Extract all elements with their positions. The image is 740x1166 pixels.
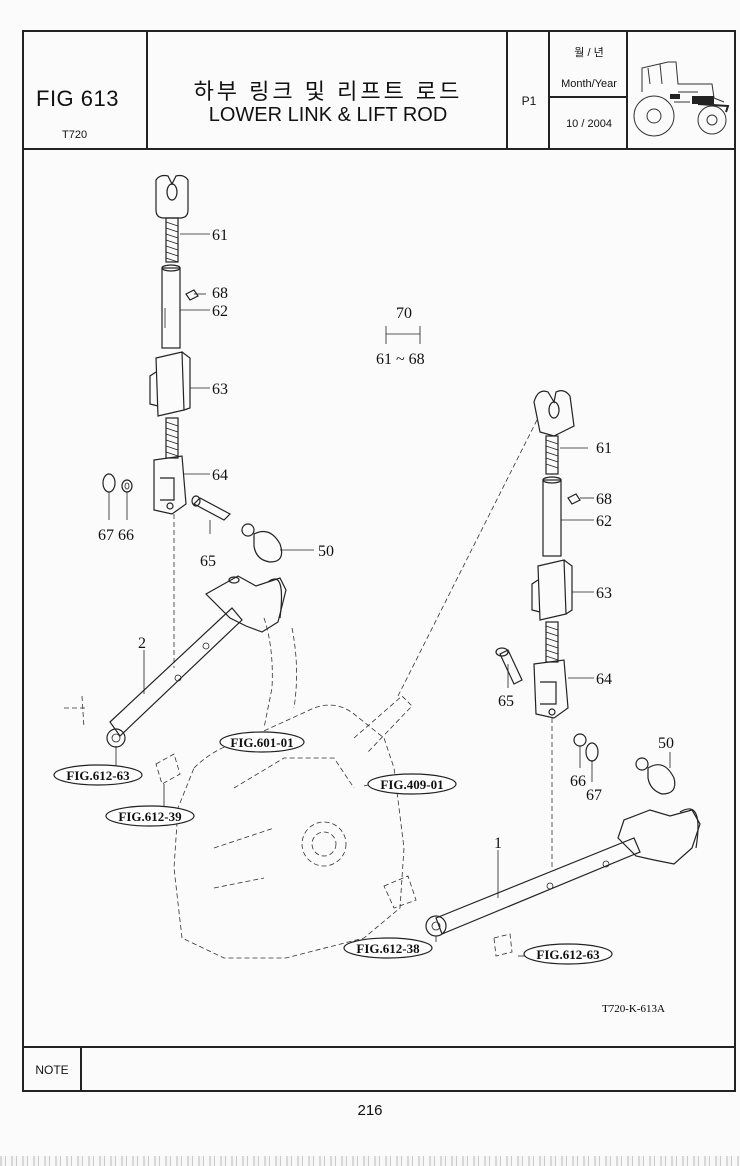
assembly-number: 70 xyxy=(396,305,412,322)
page-frame: FIG 613 T720 하부 링크 및 리프트 로드 LOWER LINK &… xyxy=(22,30,736,1092)
date-korean-label: 월 / 년 xyxy=(574,47,604,59)
lynch-pin-knob xyxy=(253,531,283,563)
fig-ref-612-63-right[interactable]: FIG.612-63 xyxy=(523,943,613,965)
note-row: NOTE xyxy=(24,1046,734,1092)
fig-ref-601-01[interactable]: FIG.601-01 xyxy=(219,731,305,753)
callout-67-right: 67 xyxy=(586,787,602,804)
note-label: NOTE xyxy=(24,1048,82,1092)
fig-ref-612-38-label: FIG.612-38 xyxy=(356,941,420,956)
lift-bracket-part xyxy=(155,351,185,417)
date-cell: 월 / 년 Month/Year 10 / 2004 xyxy=(550,32,628,148)
right-lower-link xyxy=(425,808,701,937)
title-cell: 하부 링크 및 리프트 로드 LOWER LINK & LIFT ROD xyxy=(148,32,508,148)
page-id: P1 xyxy=(521,94,537,108)
fig-ref-612-63-left-label: FIG.612-63 xyxy=(66,768,130,783)
callout-68-left: 68 xyxy=(212,285,228,302)
callout-50-left: 50 xyxy=(318,543,334,560)
callout-61-right: 61 xyxy=(596,440,612,457)
parts-diagram: .ln { fill:none; stroke:#222; stroke-wid… xyxy=(53,174,701,1015)
tractor-icon xyxy=(633,61,730,137)
callout-63-right: 63 xyxy=(596,585,612,602)
page-number: 216 xyxy=(357,1102,383,1119)
title-block: FIG 613 T720 하부 링크 및 리프트 로드 LOWER LINK &… xyxy=(24,32,734,150)
pin-part xyxy=(193,497,231,521)
washer-part xyxy=(121,479,133,493)
callout-66-right: 66 xyxy=(570,773,586,790)
fig-ref-612-39-label: FIG.612-39 xyxy=(118,809,182,824)
title-korean: 하부 링크 및 리프트 로드 xyxy=(193,79,463,104)
fig-ref-409-01-label: FIG.409-01 xyxy=(380,777,443,792)
lynch-pin-ring xyxy=(241,523,255,537)
grease-nipple-part xyxy=(185,289,199,301)
drawing-code: T720-K-613A xyxy=(602,1003,665,1015)
date-label: Month/Year xyxy=(561,78,617,90)
left-lower-link xyxy=(106,575,287,748)
upper-yoke-part xyxy=(155,174,189,219)
rod-tube-part xyxy=(161,267,181,349)
snap-ring-part xyxy=(102,473,116,493)
callout-61-left: 61 xyxy=(212,227,228,244)
callout-leaders xyxy=(108,233,671,957)
callout-1: 1 xyxy=(494,835,502,852)
page-id-cell: P1 xyxy=(508,32,550,148)
fig-number-cell: FIG 613 T720 xyxy=(24,32,148,148)
callout-64-left: 64 xyxy=(212,467,228,484)
fig-ref-601-01-label: FIG.601-01 xyxy=(230,735,293,750)
model-label: T720 xyxy=(62,129,88,141)
title-english: LOWER LINK & LIFT ROD xyxy=(208,104,448,126)
fig-ref-612-39[interactable]: FIG.612-39 xyxy=(105,805,195,827)
scan-artifact-strip xyxy=(0,1156,740,1166)
callout-62-right: 62 xyxy=(596,513,612,530)
fig-ref-612-63-right-label: FIG.612-63 xyxy=(536,947,600,962)
left-lift-rod-assembly xyxy=(102,174,283,668)
fig-ref-612-63-left[interactable]: FIG.612-63 xyxy=(53,764,143,786)
callout-62-left: 62 xyxy=(212,303,228,320)
callout-65-right: 65 xyxy=(498,693,514,710)
tractor-housing-outline xyxy=(64,617,513,959)
callout-63-left: 63 xyxy=(212,381,228,398)
callout-67-left: 67 xyxy=(98,527,114,544)
guide-line-diagonal xyxy=(397,417,539,697)
callout-65-left: 65 xyxy=(200,553,216,570)
callout-50-right: 50 xyxy=(658,735,674,752)
tractor-thumbnail xyxy=(628,32,734,148)
date-divider xyxy=(550,96,626,98)
callout-68-right: 68 xyxy=(596,491,612,508)
date-value: 10 / 2004 xyxy=(566,118,612,130)
callout-64-right: 64 xyxy=(596,671,612,688)
lower-clevis-part xyxy=(153,455,187,515)
assembly-range: 61 ~ 68 xyxy=(376,351,425,368)
fig-number: FIG 613 xyxy=(36,86,119,111)
fig-ref-409-01[interactable]: FIG.409-01 xyxy=(367,773,457,795)
callout-66-left: 66 xyxy=(118,527,134,544)
callout-2: 2 xyxy=(138,635,146,652)
fig-ref-612-38[interactable]: FIG.612-38 xyxy=(343,937,433,959)
